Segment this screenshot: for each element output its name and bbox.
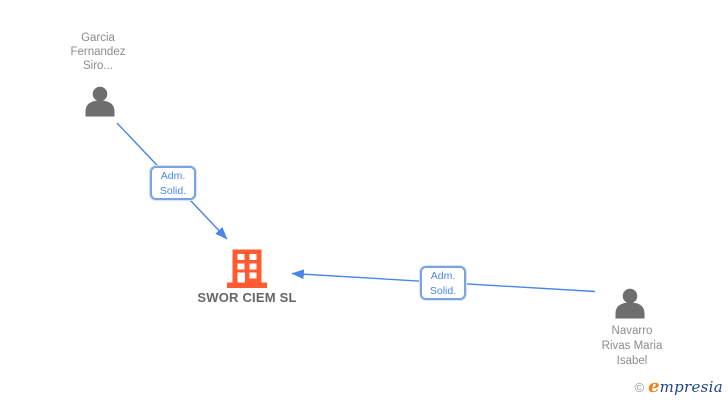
company-building-icon[interactable] <box>227 249 267 289</box>
node-label-navarro[interactable]: Navarro Rivas Maria Isabel <box>572 324 692 369</box>
edge-label-garcia-company: Adm. Solid. <box>150 166 196 200</box>
person-icon-garcia[interactable] <box>85 86 115 117</box>
logo-wordmark: mpresia <box>659 378 723 396</box>
edge1-label-line-1: Adm. <box>160 170 186 182</box>
garcia-label-line-1: Garcia <box>81 32 115 44</box>
edge-label-navarro-company: Adm. Solid. <box>420 266 466 300</box>
empresia-logo[interactable]: © e mpresia <box>635 376 723 397</box>
edge1-label-line-2: Solid. <box>159 185 187 197</box>
navarro-label-line-2: Rivas Maria <box>601 340 663 352</box>
garcia-label-line-2: Fernandez <box>70 46 126 58</box>
person-icon-navarro[interactable] <box>615 288 645 319</box>
copyright-icon: © <box>634 380 645 395</box>
edge2-label-line-2: Solid. <box>429 285 457 297</box>
garcia-label-line-3: Siro... <box>82 60 114 72</box>
navarro-label-line-1: Navarro <box>611 325 653 337</box>
navarro-label-line-3: Isabel <box>616 355 648 367</box>
node-label-company[interactable]: SWOR CIEM SL <box>197 290 297 305</box>
edge2-label-line-1: Adm. <box>430 270 456 282</box>
node-label-garcia[interactable]: Garcia Fernandez Siro... <box>38 31 158 73</box>
logo-initial: e <box>648 376 660 397</box>
